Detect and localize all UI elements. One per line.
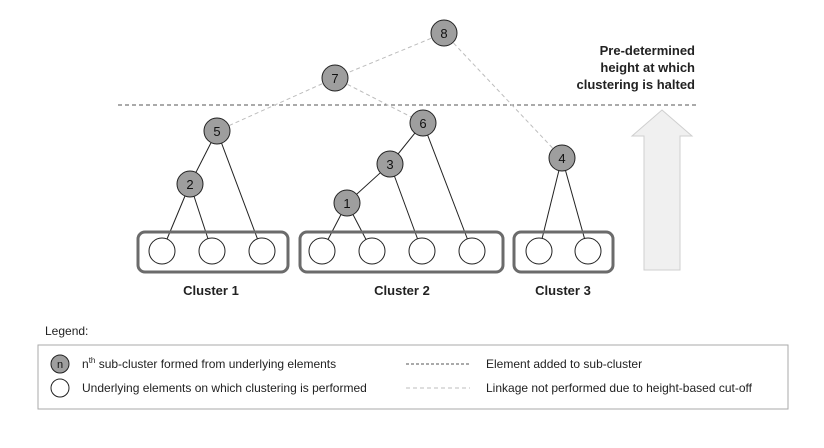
element-circle	[198, 237, 226, 265]
element-circle	[408, 237, 436, 265]
cluster-3-box	[512, 230, 615, 274]
link-6-e7	[422, 122, 473, 252]
element-circle	[358, 237, 386, 265]
legend-title: Legend:	[45, 324, 88, 338]
legend-node-symbol: n	[57, 359, 63, 371]
element-circle	[574, 237, 602, 265]
node-6-circle	[409, 109, 437, 137]
node-8-label: 8	[440, 26, 447, 41]
legend-node-n: n	[82, 357, 89, 371]
cutoff-note-line-3: clustering is halted	[577, 77, 696, 92]
cutoff-note-line-2: height at which	[600, 60, 695, 75]
node-1-circle	[333, 189, 361, 217]
cutoff-note-line-1: Pre-determined	[600, 43, 695, 58]
cluster-2-box	[298, 230, 505, 274]
legend-node-text: nth sub-cluster formed from underlying e…	[82, 356, 336, 371]
cluster-2-label: Cluster 2	[374, 283, 430, 298]
underlying-elements	[148, 237, 602, 265]
legend-node-icon	[50, 354, 70, 374]
element-circle	[458, 237, 486, 265]
legend-node-desc: sub-cluster formed from underlying eleme…	[95, 357, 336, 371]
link-4-e9	[561, 157, 589, 252]
node-6-label: 6	[419, 116, 426, 131]
element-circle	[148, 237, 176, 265]
node-1-label: 1	[343, 196, 350, 211]
node-3-label: 3	[386, 157, 393, 172]
node-7-label: 7	[331, 71, 338, 86]
link-8-4	[443, 32, 563, 159]
element-circle	[525, 237, 553, 265]
cluster-1-label: Cluster 1	[183, 283, 239, 298]
legend-solid-text: Element added to sub-cluster	[486, 357, 642, 371]
node-8-circle	[430, 19, 458, 47]
cluster-1-box	[136, 230, 290, 274]
legend-box	[37, 344, 789, 410]
legend-element-icon	[50, 378, 70, 398]
node-4-label: 4	[558, 151, 565, 166]
link-4-e8	[538, 157, 563, 252]
link-7-5	[216, 77, 336, 132]
link-8-7	[334, 32, 445, 79]
legend-element-text: Underlying elements on which clustering …	[82, 381, 367, 395]
height-arrow-icon	[630, 109, 694, 271]
legend-node-sup: th	[89, 356, 96, 365]
element-circle	[308, 237, 336, 265]
cluster-3-label: Cluster 3	[535, 283, 591, 298]
dashed-linkages	[216, 32, 563, 159]
node-5-label: 5	[213, 124, 220, 139]
element-circle	[248, 237, 276, 265]
node-5-circle	[203, 117, 231, 145]
node-4-circle	[548, 144, 576, 172]
node-3-circle	[376, 150, 404, 178]
link-7-6	[334, 77, 424, 124]
node-2-label: 2	[186, 177, 193, 192]
subcluster-nodes: 1 2 3 4 5 6 7 8	[176, 19, 576, 217]
node-2-circle	[176, 170, 204, 198]
node-7-circle	[321, 64, 349, 92]
link-3-e6	[389, 163, 423, 252]
legend-dashed-text: Linkage not performed due to height-base…	[486, 381, 753, 395]
